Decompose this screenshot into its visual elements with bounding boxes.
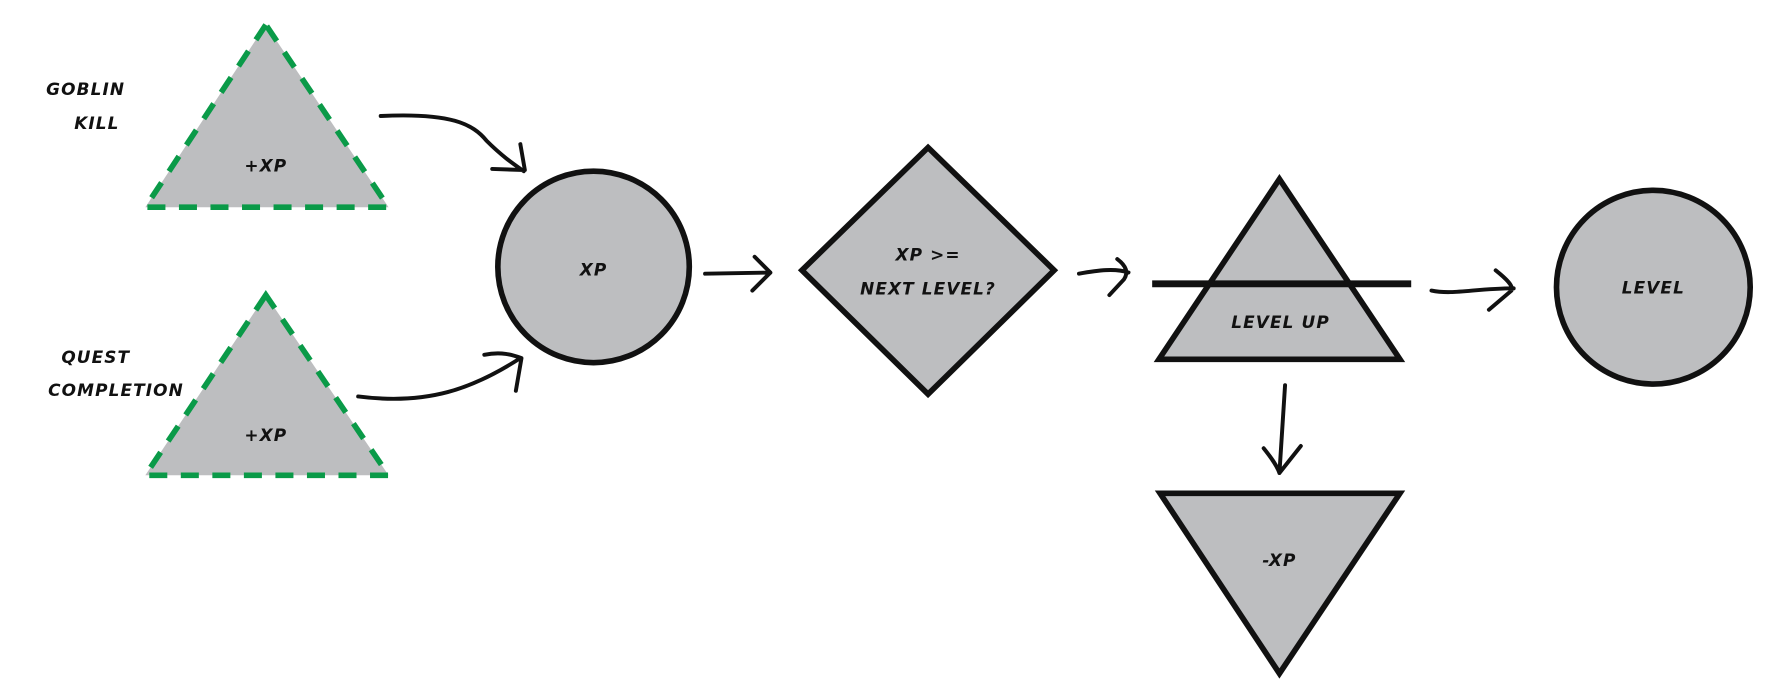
arrow-icon — [1429, 268, 1516, 312]
arrow-icon — [703, 254, 773, 293]
decision-diamond — [797, 143, 1059, 399]
source-label: GOBLIN — [46, 79, 125, 99]
drain-triangle — [1154, 490, 1406, 679]
drain-label: -XP — [1262, 550, 1296, 570]
arrow-icon — [378, 113, 527, 174]
source-text: +XP — [244, 425, 287, 445]
level-up-gate: LEVEL UP — [1152, 174, 1412, 363]
gate-triangle — [1153, 174, 1406, 363]
level-label: LEVEL — [1622, 277, 1685, 297]
level-circle — [1553, 187, 1754, 387]
arrow-icon — [356, 351, 524, 401]
arrow-icon — [1261, 383, 1303, 475]
source-text: +XP — [244, 156, 287, 176]
xp-circle — [495, 168, 693, 366]
level-node: LEVEL — [1553, 187, 1754, 387]
xp-drain: -XP — [1154, 490, 1406, 679]
xp-pool-node: XP — [495, 168, 693, 366]
source-label: COMPLETION — [48, 380, 184, 400]
source-label: KILL — [74, 113, 119, 133]
decision-text: NEXT LEVEL? — [860, 278, 996, 298]
decision-node: XP >= NEXT LEVEL? — [797, 143, 1059, 399]
xp-label: XP — [579, 259, 608, 279]
source-triangle — [140, 290, 394, 479]
source-goblin-kill: +XP GOBLIN KILL — [46, 19, 394, 211]
decision-text: XP >= — [894, 245, 960, 265]
arrow-icon — [1076, 257, 1131, 298]
gate-label: LEVEL UP — [1231, 312, 1330, 332]
source-quest-completion: +XP QUEST COMPLETION — [48, 290, 394, 479]
source-triangle — [140, 19, 394, 211]
source-label: QUEST — [61, 347, 130, 367]
